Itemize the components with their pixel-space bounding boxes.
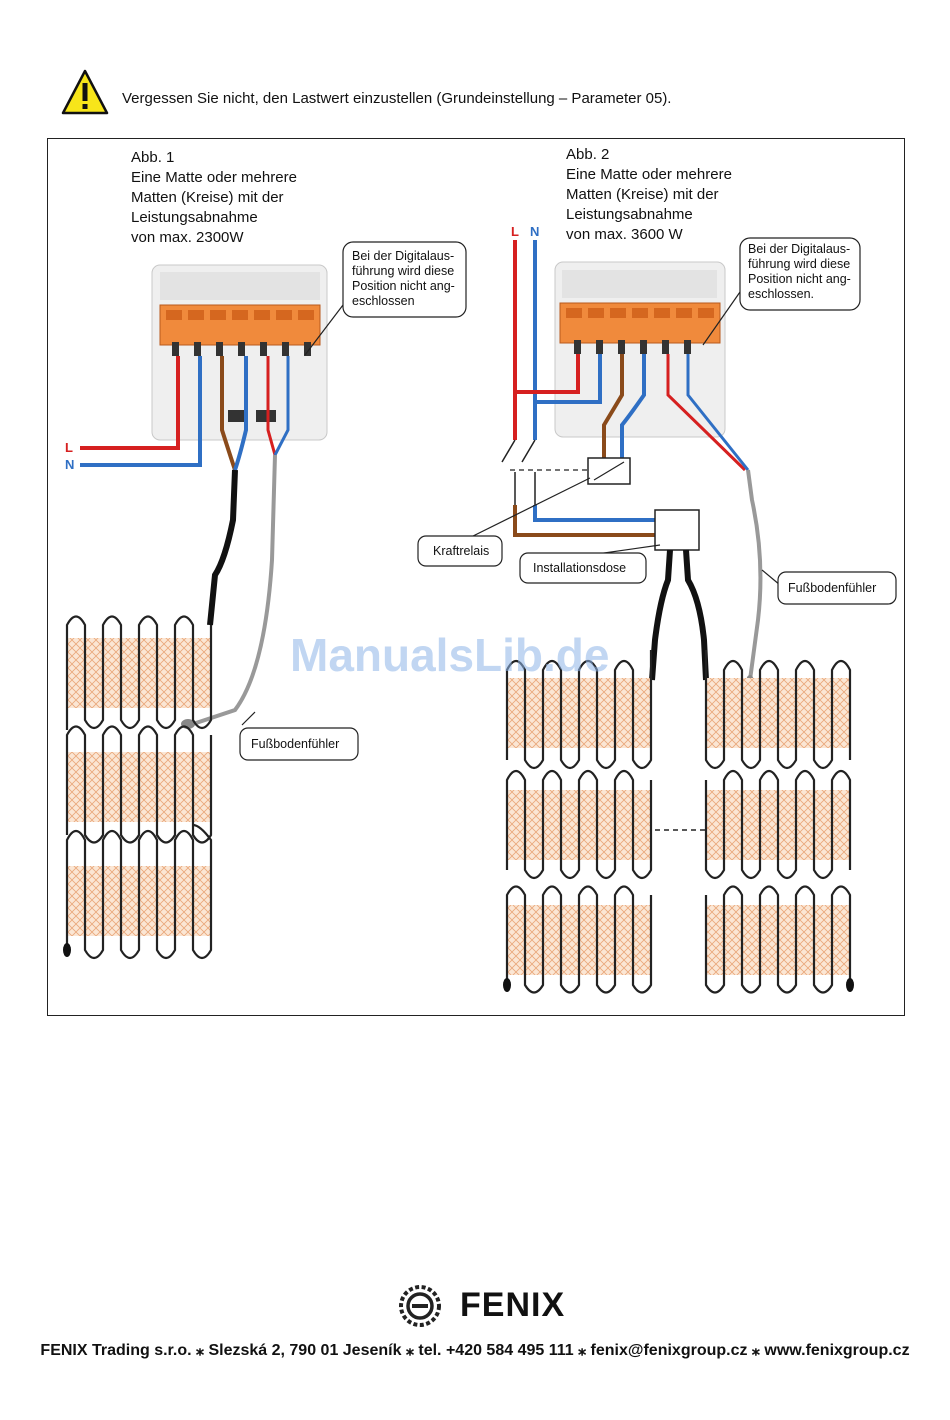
fig2-label-N: N: [530, 224, 540, 239]
fig2-caption: Abb. 2 Eine Matte oder mehrere Matten (K…: [566, 145, 732, 245]
fig2-label-L: L: [511, 224, 519, 239]
fig1-caption-line: Abb. 1: [131, 149, 175, 166]
fig2-caption-line: Matten (Kreise) mit der: [566, 186, 719, 203]
thermostat-2: [554, 261, 726, 438]
brand-name: FENIX: [460, 1286, 566, 1324]
fig1-callout-line: Position nicht ang-: [352, 279, 455, 293]
fig1-callout-line: führung wird diese: [352, 264, 455, 278]
fig1-callout-line: Bei der Digitalaus-: [352, 249, 455, 263]
fig2-callout-line: Position nicht ang-: [748, 272, 851, 286]
fig1-label-N: N: [65, 457, 75, 472]
fig2-caption-line: Leistungsabnahme: [566, 206, 693, 223]
fig1-label-L: L: [65, 440, 73, 455]
fig2-caption-line: Eine Matte oder mehrere: [566, 166, 732, 183]
fig1-callout-line: eschlossen: [352, 294, 415, 308]
warning-text: Vergessen Sie nicht, den Lastwert einzus…: [122, 90, 672, 107]
fig2-sensor-label: Fußbodenfühler: [788, 581, 877, 595]
fig2-caption-line: von max. 3600 W: [566, 226, 683, 243]
fig2-box-label: Installationsdose: [533, 561, 627, 575]
thermostat-1: [151, 264, 328, 441]
fig2-callout-text: Bei der Digitalaus- führung wird diese P…: [748, 242, 851, 302]
fig2-callout-line: Bei der Digitalaus-: [748, 242, 851, 256]
fig1-caption: Abb. 1 Eine Matte oder mehrere Matten (K…: [131, 148, 297, 248]
fig1-callout-text: Bei der Digitalaus- führung wird diese P…: [352, 249, 455, 309]
fig1-caption-line: Leistungsabnahme: [131, 209, 258, 226]
fig1-caption-line: Eine Matte oder mehrere: [131, 169, 297, 186]
fig1-caption-line: von max. 2300W: [131, 229, 244, 246]
diagram-frame: [47, 138, 905, 1016]
footer-contact: FENIX Trading s.r.o. ⁎ Slezská 2, 790 01…: [40, 1342, 910, 1359]
fig1-sensor-label: Fußbodenfühler: [251, 737, 340, 751]
warning-triangle-icon: [61, 69, 109, 115]
fig2-relay-label: Kraftrelais: [433, 544, 490, 558]
fig2-callout-line: eschlossen.: [748, 287, 815, 301]
fig2-callout-line: führung wird diese: [748, 257, 851, 271]
fig2-caption-line: Abb. 2: [566, 146, 610, 163]
fig1-caption-line: Matten (Kreise) mit der: [131, 189, 284, 206]
wiring-diagram: [63, 237, 897, 994]
fenix-logo-icon: [399, 1285, 441, 1327]
watermark: ManualsLib.de: [290, 629, 610, 681]
